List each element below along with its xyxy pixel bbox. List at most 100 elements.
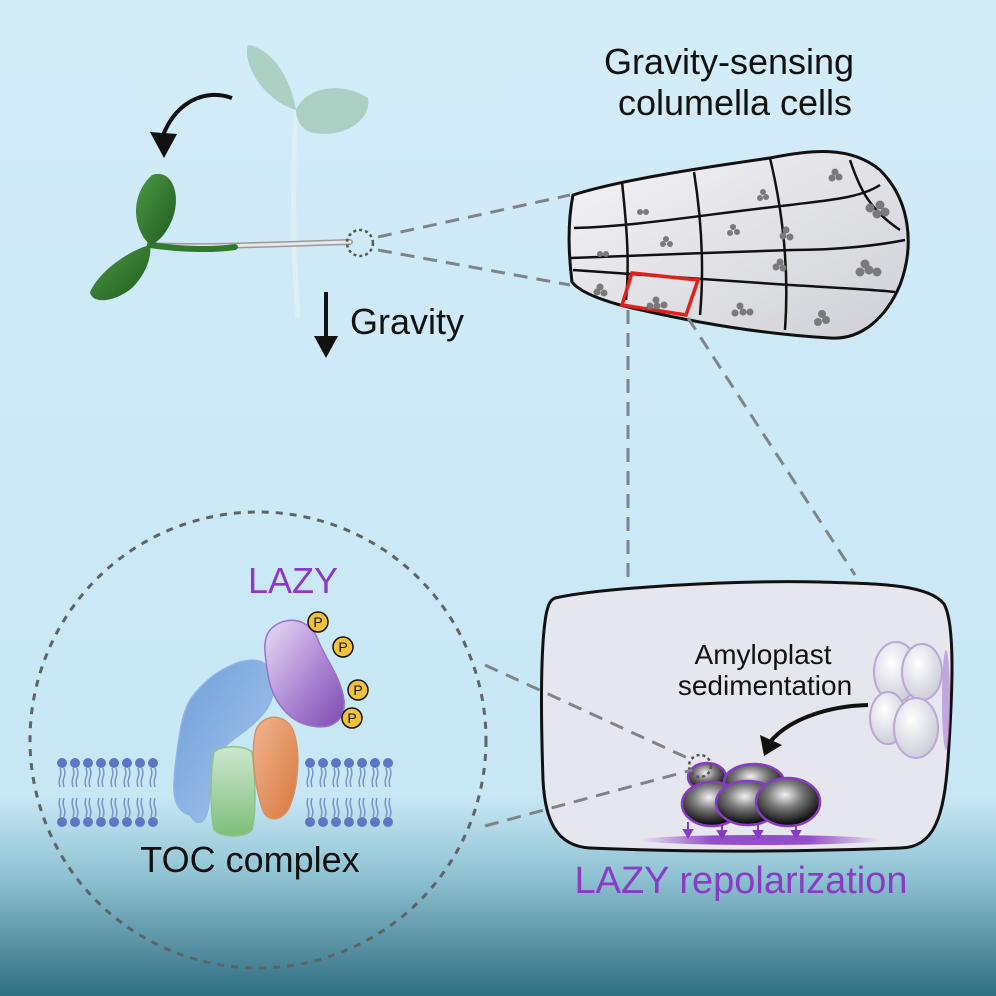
lipid-tail [310,767,314,788]
gravity-arrow [314,292,338,358]
lipid-tail [388,797,392,818]
ghost-amyloplasts [869,641,943,759]
sedimented-amyloplasts [680,761,822,828]
lazy-membrane-band [640,835,880,845]
toc-orange-subunit [252,716,299,820]
lipid-tail [62,767,66,788]
lipid-tail [88,767,92,788]
gravity-label: Gravity [350,301,464,342]
lipid-tail [140,797,144,818]
lipid-head [122,817,132,827]
lipid-tail [71,797,75,818]
amyloplast-label-line2: sedimentation [678,670,852,701]
lipid-tail [332,797,336,818]
lipid-head [318,817,328,827]
lipid-head [83,758,93,768]
lipid-head [370,817,380,827]
lipid-head [109,817,119,827]
lipid-head [344,817,354,827]
lipid-tail [101,767,105,788]
lipid-tail [88,797,92,818]
phospho-label: P [338,639,347,655]
lipid-head [331,758,341,768]
zoom-connector-toc-top [484,663,693,762]
lazy-repolarization-label: LAZY repolarization [574,860,907,902]
lipid-tail [97,767,101,788]
lipid-tail [123,797,127,818]
lipid-head [357,758,367,768]
toc-zoom-circle [28,510,488,970]
lipid-head [135,817,145,827]
lipid-tail [345,797,349,818]
lipid-head [96,817,106,827]
rotation-arrowhead [150,132,177,158]
lipid-tail [388,767,392,788]
lipid-tail [375,767,379,788]
phospho-circle [332,636,354,658]
lipid-tail [84,797,88,818]
lipid-head [331,817,341,827]
lipid-tail [127,767,131,788]
phospho-circle [307,611,329,633]
lipid-tail [149,797,153,818]
lipid-tail [58,767,62,788]
columella-cells [567,149,910,340]
lipid-tail [362,767,366,788]
lipid-tail [153,767,157,788]
phospho-label: P [313,614,322,630]
rotation-arrow [160,92,233,139]
zoom-connector-right [686,317,857,576]
lipid-tail [332,767,336,788]
lazy-protein [264,619,345,728]
lipid-tail [310,797,314,818]
lipid-tail [84,767,88,788]
lipid-tail [306,767,310,788]
lipid-head [370,758,380,768]
lipid-tail [62,797,66,818]
lipid-tail [110,767,114,788]
lipid-head [57,817,67,827]
lipid-tail [101,797,105,818]
lipid-head [148,817,158,827]
lipid-head [109,758,119,768]
columella-title-line1: Gravity-sensing [604,41,854,82]
lipid-tail [114,797,118,818]
lipid-tail [384,767,388,788]
lipid-tail [127,797,131,818]
root-tip-marker [345,228,375,258]
lipid-head [305,817,315,827]
lipid-tail [319,797,323,818]
lipid-tail [336,767,340,788]
lipid-tail [140,767,144,788]
lipid-tail [345,767,349,788]
lipid-tail [362,797,366,818]
lipid-tail [306,797,310,818]
lipid-tail [149,767,153,788]
amyloplast-focus-marker [687,753,713,779]
lipid-tail [323,797,327,818]
lipid-head [357,817,367,827]
lipid-head [122,758,132,768]
lipid-tail [75,797,79,818]
lipid-tail [136,797,140,818]
phospho-label: P [353,682,362,698]
lazy-arrows [682,822,802,841]
lipid-tail [371,767,375,788]
lipid-head [96,758,106,768]
enlarged-columella-cell [539,580,954,853]
upright-seedling [246,45,369,319]
lipid-head [383,758,393,768]
lipid-tail [371,797,375,818]
toc-complex-label: TOC complex [140,839,359,880]
columella-title-line2: columella cells [618,82,852,123]
zoom-connector-toc-bottom [484,768,693,828]
horizontal-seedling [90,173,353,301]
lipid-tail [358,797,362,818]
lipid-head [135,758,145,768]
lipid-tail [123,767,127,788]
lipid-head [305,758,315,768]
lipid-tail [336,797,340,818]
sedimentation-arrow [768,703,869,744]
lipid-tail [323,767,327,788]
